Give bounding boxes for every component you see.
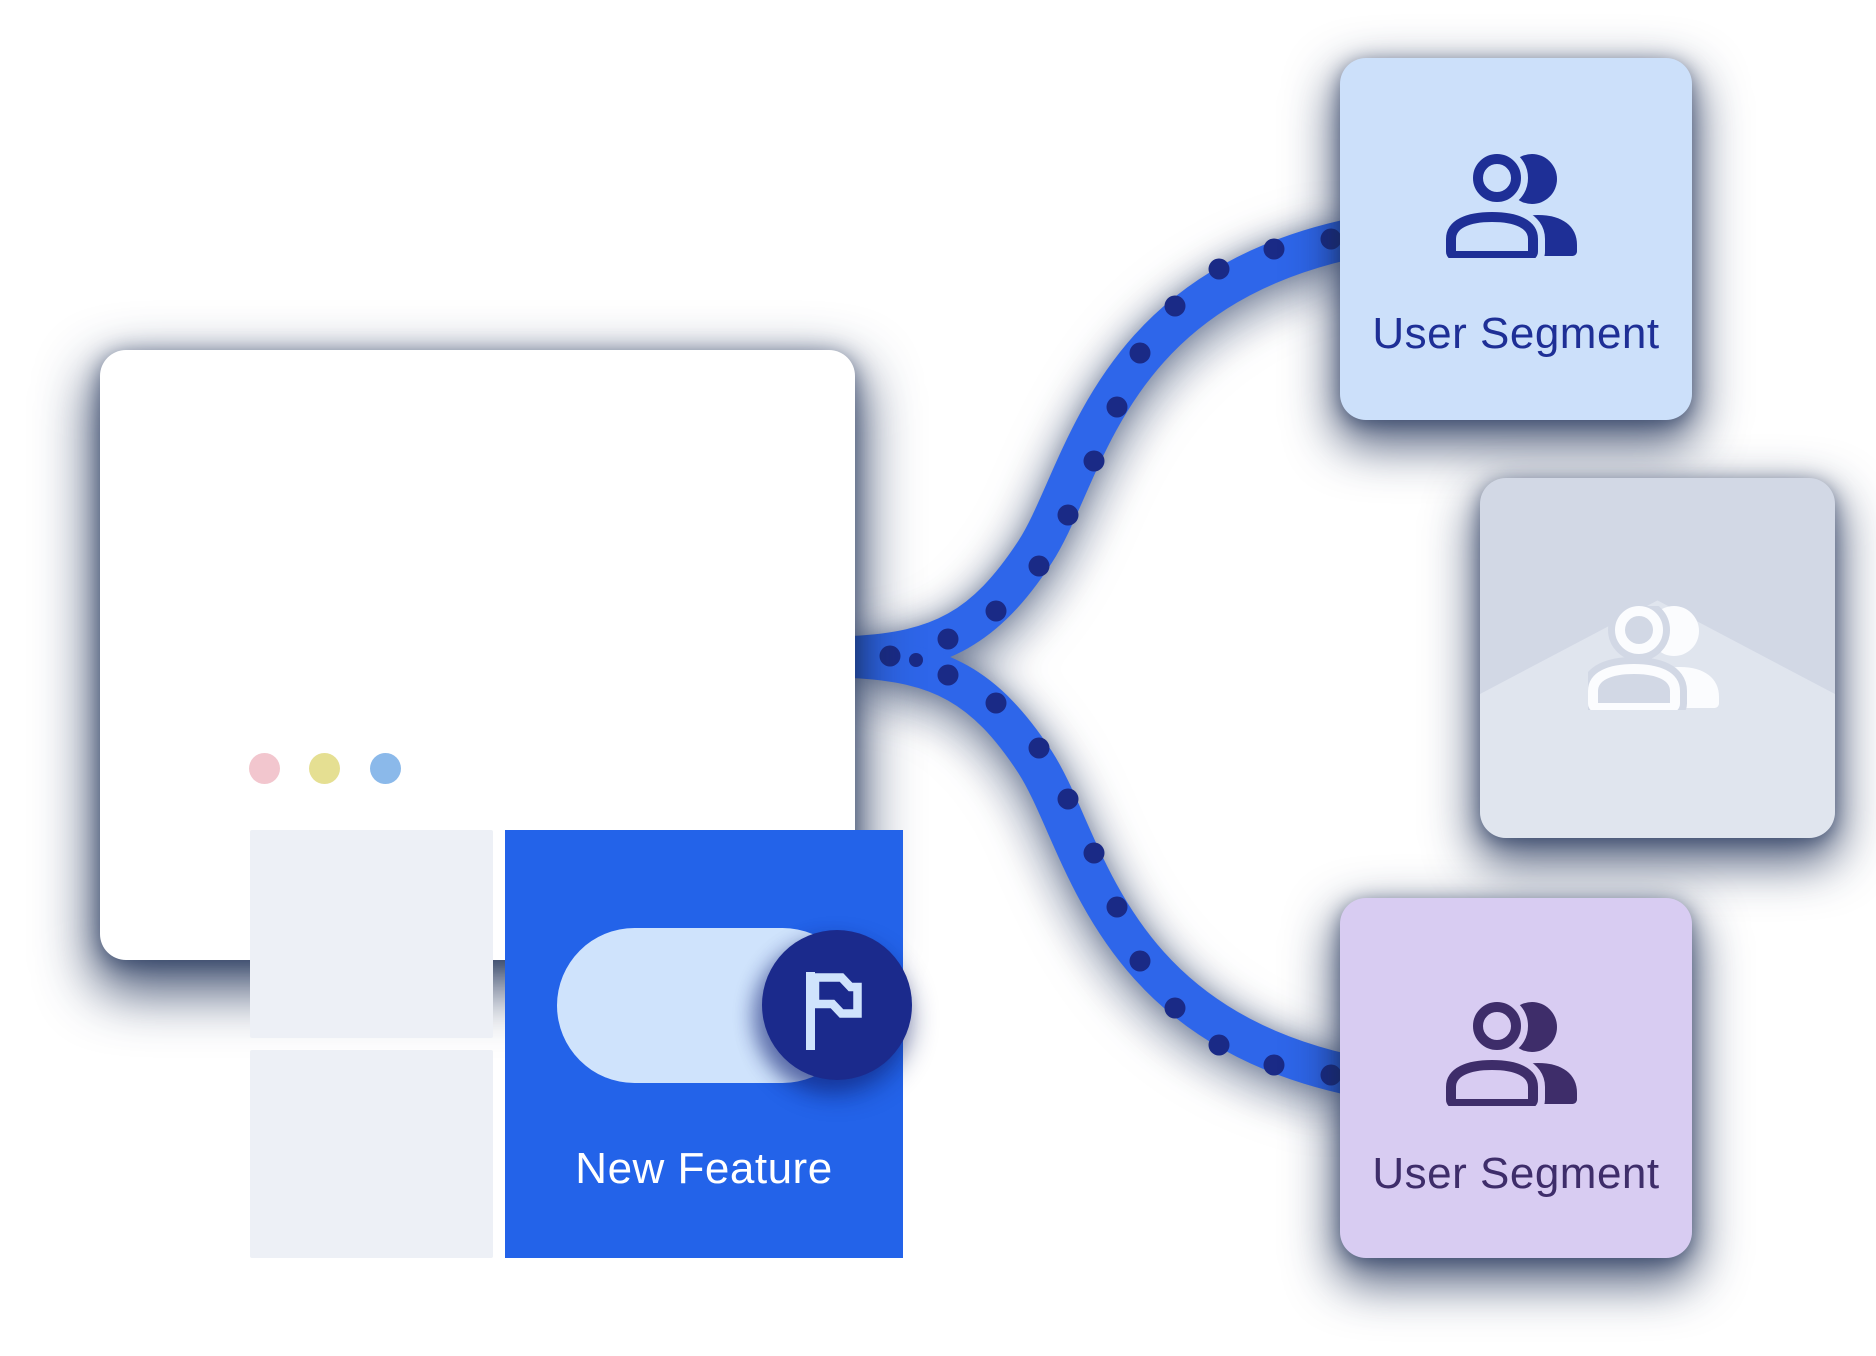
browser-window: New Feature bbox=[100, 350, 912, 1258]
user-segment-card-inactive bbox=[1480, 478, 1835, 838]
users-icon bbox=[1446, 154, 1586, 258]
users-icon bbox=[1446, 1002, 1586, 1106]
connector-to-top-segment bbox=[851, 220, 1350, 676]
window-control-dot-yellow-icon bbox=[309, 753, 340, 784]
user-segment-label: User Segment bbox=[1372, 309, 1660, 358]
feature-panel: New Feature bbox=[505, 830, 912, 1258]
content-placeholder-top bbox=[250, 830, 493, 1038]
window-control-dot-blue-icon bbox=[370, 753, 401, 784]
user-segment-card-bottom: User Segment bbox=[1340, 898, 1692, 1258]
users-icon bbox=[1588, 606, 1728, 710]
content-placeholder-bottom bbox=[250, 1050, 493, 1258]
connector-to-bottom-segment bbox=[851, 638, 1350, 1094]
feature-toggle[interactable] bbox=[557, 928, 912, 1083]
flag-icon bbox=[806, 972, 862, 1050]
user-segment-label: User Segment bbox=[1372, 1149, 1660, 1198]
user-segment-card-top: User Segment bbox=[1340, 58, 1692, 420]
connector-dots bbox=[879, 228, 1342, 1086]
toggle-knob bbox=[762, 930, 912, 1080]
window-control-dot-pink-icon bbox=[249, 753, 280, 784]
feature-label: New Feature bbox=[575, 1144, 833, 1193]
